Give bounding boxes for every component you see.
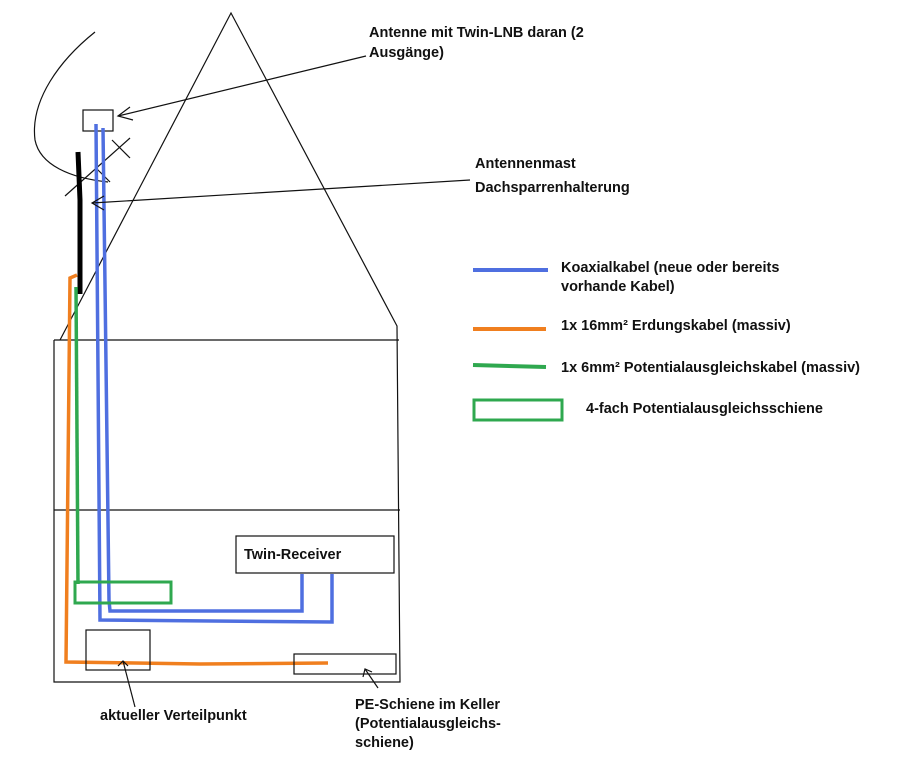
distribution-label: aktueller Verteilpunkt [100,708,247,724]
arrow-head [90,195,105,211]
legend-equipotential-swatch [472,363,547,369]
mast-bracket-line [111,139,131,159]
house-body [53,11,401,683]
ground-cable [64,273,329,666]
coax-cable-2 [101,127,304,613]
arrow-head [362,668,373,678]
legend: Koaxialkabel (neue oder bereits vorhande… [472,260,860,422]
pe-label-line2: (Potentialausgleichs- [355,716,501,732]
equipotential-cable [74,286,80,585]
arrow-head [117,660,129,667]
legend-busbar-swatch [472,398,564,422]
mast-label-line2: Dachsparrenhalterung [475,180,630,196]
distribution-pointer [122,660,136,708]
legend-coax-line2: vorhande Kabel) [561,279,675,295]
coax-cable-1 [94,123,334,624]
equipotential-busbar [73,580,173,605]
antenna-label-line1: Antenne mit Twin-LNB daran (2 [369,25,584,41]
legend-ground-label: 1x 16mm² Erdungskabel (massiv) [561,318,791,334]
twin-receiver-box [235,535,395,574]
mast-pointer [91,179,471,204]
pe-pointer [364,668,379,689]
antenna-pointer [117,55,367,117]
antenna-dish [33,31,109,183]
legend-coax-line1: Koaxialkabel (neue oder bereits [561,260,779,276]
twin-receiver-label: Twin-Receiver [244,547,342,563]
pe-label-line3: schiene) [355,735,414,751]
house-outline [53,11,401,683]
distribution-point-box [85,629,151,671]
antenna-label-line2: Ausgänge) [369,45,444,61]
pe-label-line1: PE-Schiene im Keller [355,697,500,713]
lnb-box [82,109,114,132]
mast-label-line1: Antennenmast [475,156,576,172]
arrow-head [116,106,134,121]
pe-busbar-box [293,653,397,675]
legend-busbar-label: 4-fach Potentialausgleichsschiene [586,401,823,417]
pointer-lines [90,55,471,708]
legend-equipotential-label: 1x 6mm² Potentialausgleichskabel (massiv… [561,360,860,376]
antenna-mast [75,151,83,294]
